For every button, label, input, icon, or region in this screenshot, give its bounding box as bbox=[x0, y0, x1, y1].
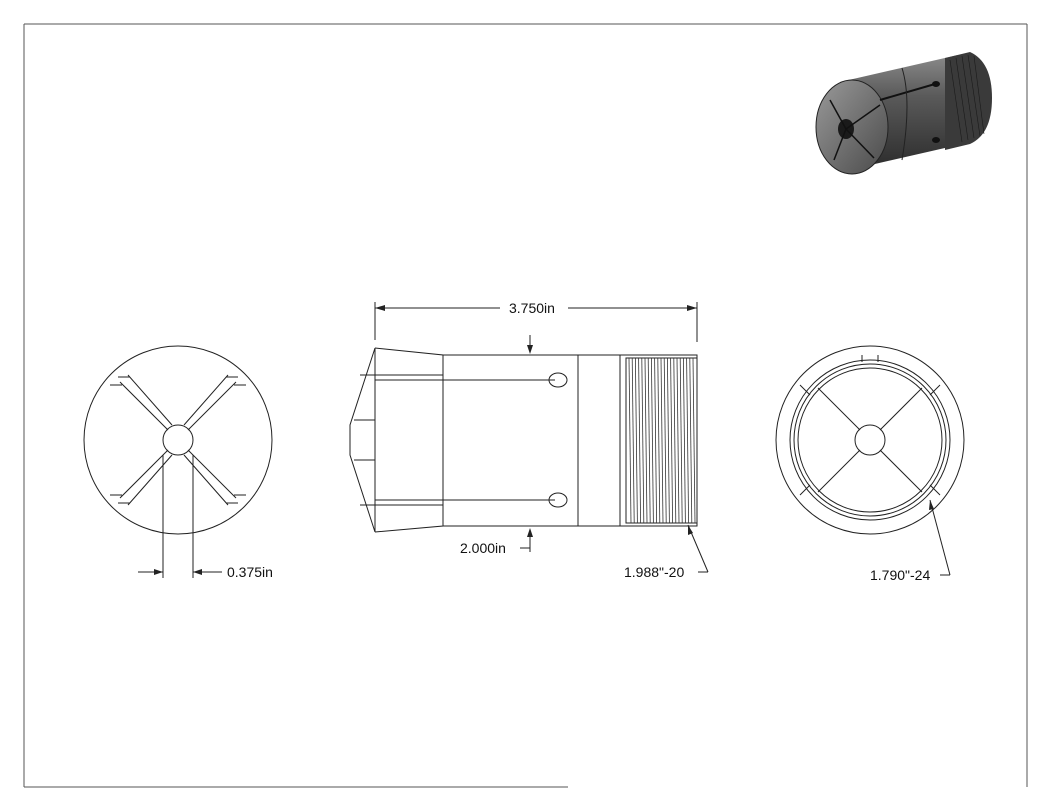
overall-length-label: 3.750in bbox=[509, 300, 555, 316]
rear-end-view: 1.790"-24 bbox=[775, 345, 965, 583]
thread-section bbox=[619, 354, 698, 527]
side-view: 3.750in bbox=[349, 300, 709, 580]
bore-diameter-label: 0.375in bbox=[227, 564, 273, 580]
front-end-view: 0.375in bbox=[83, 345, 273, 580]
isometric-render bbox=[815, 52, 992, 175]
sheet-frame bbox=[23, 23, 1028, 788]
inner-thread-label: 1.790"-24 bbox=[870, 567, 930, 583]
rear-thread-label: 1.988"-20 bbox=[624, 564, 684, 580]
body-diameter-label: 2.000in bbox=[460, 540, 506, 556]
